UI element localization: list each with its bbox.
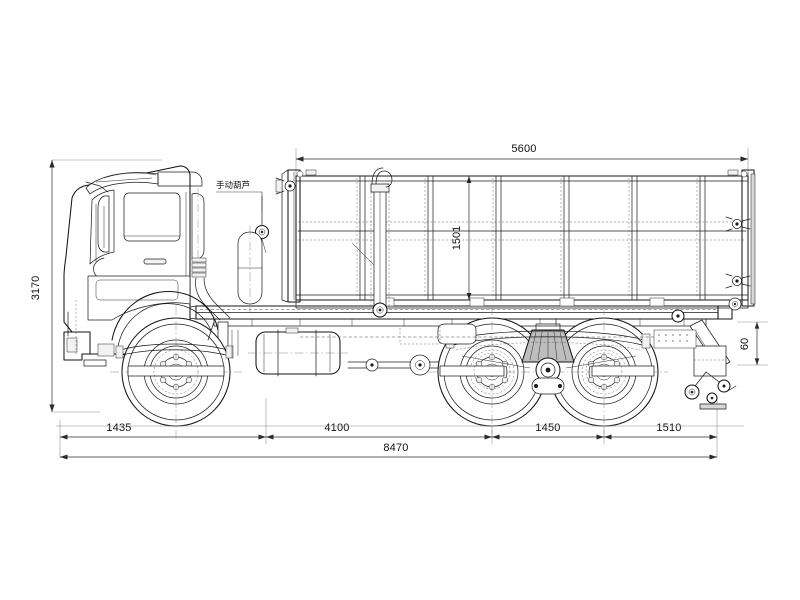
dimension-label-front-overhang: 1435: [106, 422, 131, 434]
fuel-tank: [248, 327, 348, 377]
cargo-body: [281, 169, 756, 311]
exhaust-stack: [191, 188, 231, 321]
body-side-posts: [356, 175, 706, 301]
body-tailgate: [725, 169, 756, 311]
dimension-rear-clearance: 60: [739, 322, 760, 365]
dimension-label-overall-length: 8470: [383, 442, 408, 454]
dimension-label-body-height: 1501: [451, 226, 463, 250]
bogie-suspension: [521, 318, 575, 395]
dimension-chain-wheelbase: 1435 4100 1450 1510: [60, 422, 717, 440]
top-rail-hardware: [296, 169, 748, 178]
rear-forward-wheel-lugs: [475, 353, 509, 391]
tailgate-hinges: [725, 216, 751, 289]
underframe-equipment: [231, 323, 700, 358]
dimension-overall-height: 3170: [30, 160, 55, 412]
callout-manual-hoist: 手动葫芦: [216, 180, 263, 226]
dimension-label-wheelbase: 4100: [324, 422, 349, 434]
headboard-hardware: [275, 177, 296, 195]
callout-label-manual-hoist: 手动葫芦: [216, 180, 250, 191]
hatched-plate: [653, 329, 697, 349]
front-wheel-assembly: [110, 306, 242, 440]
dimension-overall-length: 8470: [60, 442, 717, 460]
driveline: [347, 354, 453, 376]
flexible-exhaust-joint: [191, 257, 207, 278]
dimension-label-rear-clearance: 60: [739, 338, 751, 350]
dimension-label-rear-overhang: 1510: [656, 422, 681, 434]
rear-tandem-assembly: [428, 306, 668, 440]
hoist-assembly: [351, 167, 393, 318]
dimension-body-height: 1501: [451, 176, 472, 300]
front-wheel-lugs: [159, 353, 193, 391]
dimension-label-tandem-spacing: 1450: [535, 422, 560, 434]
rear-lift-mechanism: [671, 309, 737, 410]
dimension-label-overall-height: 3170: [30, 276, 42, 300]
dimension-label-body-length: 5600: [511, 143, 536, 155]
dimension-body-length: 5600: [296, 143, 748, 162]
body-headboard: [281, 169, 301, 303]
truck-cab: [63, 165, 229, 369]
